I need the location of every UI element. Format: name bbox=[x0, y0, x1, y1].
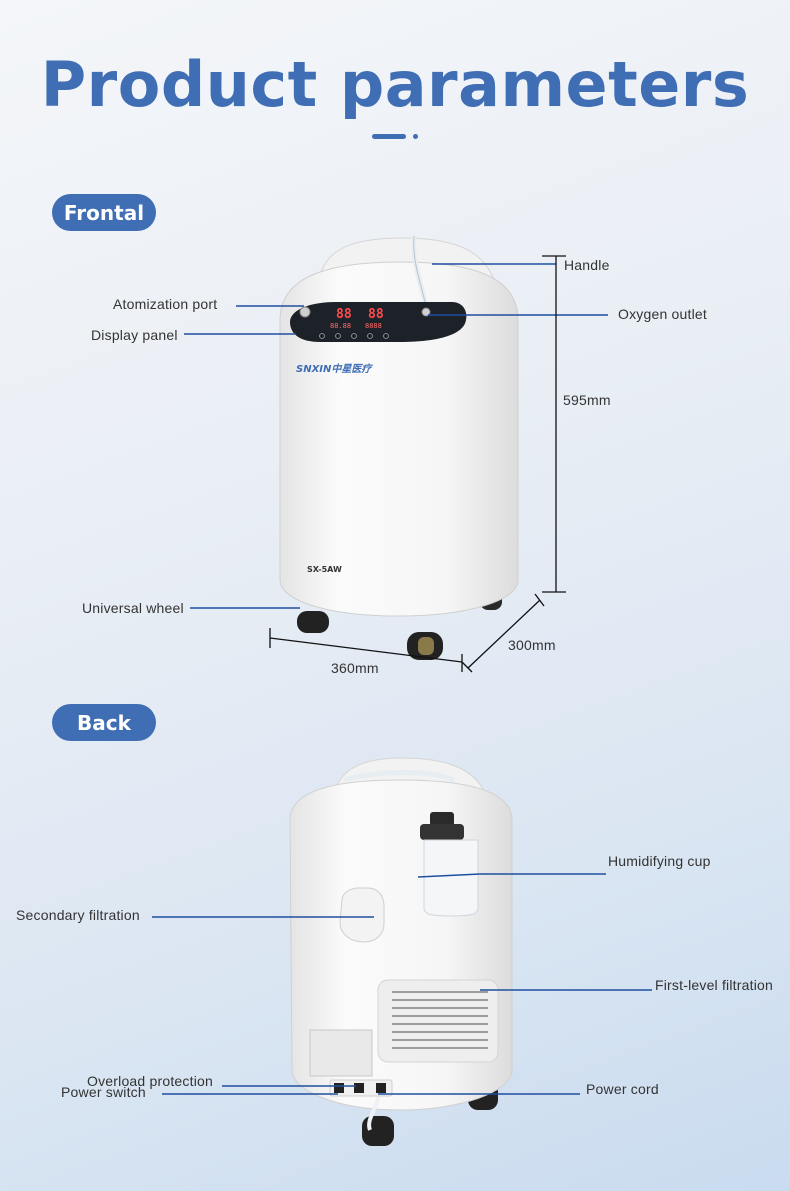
dimension-depth: 300mm bbox=[508, 637, 556, 653]
back-device bbox=[289, 757, 513, 1146]
callout-oxygen-outlet: Oxygen outlet bbox=[618, 306, 707, 322]
page-title: Product parameters bbox=[40, 48, 750, 121]
grille-slots bbox=[392, 991, 488, 1049]
power-switch-icon bbox=[334, 1083, 344, 1093]
dimension-lines bbox=[269, 255, 566, 673]
power-cord-socket-icon bbox=[376, 1083, 386, 1093]
overload-protection-icon bbox=[354, 1083, 364, 1093]
callout-display-panel: Display panel bbox=[91, 327, 178, 343]
humidifying-cup-icon bbox=[420, 812, 479, 917]
back-callout-lines bbox=[152, 873, 652, 1095]
callout-power-switch: Power switch bbox=[61, 1084, 146, 1100]
atomization-port-icon bbox=[299, 306, 311, 318]
dimension-width: 360mm bbox=[331, 660, 379, 676]
callout-first-level-filtration: First-level filtration bbox=[655, 977, 773, 993]
dimension-height: 595mm bbox=[563, 392, 611, 408]
frontal-callout-lines bbox=[184, 263, 608, 609]
oxygen-outlet-icon bbox=[421, 307, 431, 317]
callout-handle: Handle bbox=[564, 257, 610, 273]
callout-overload-protection: Overload protection bbox=[87, 1073, 213, 1089]
callout-universal-wheel: Universal wheel bbox=[82, 600, 184, 616]
callout-secondary-filtration: Secondary filtration bbox=[16, 907, 140, 923]
panel-button-icons bbox=[319, 333, 389, 339]
model-label: SX-5AW bbox=[307, 565, 342, 574]
callout-humidifying-cup: Humidifying cup bbox=[608, 853, 711, 869]
display-readout-left: 88 bbox=[336, 307, 352, 322]
callout-atomization-port: Atomization port bbox=[113, 296, 218, 312]
display-readout-right: 88 bbox=[368, 307, 384, 322]
section-badge-back: Back bbox=[52, 704, 156, 741]
rating-label bbox=[309, 1029, 373, 1077]
frontal-device: 88 88 88.88 8888 SNXIN中星医疗 SX-5AW bbox=[279, 235, 519, 660]
brand-logo: SNXIN中星医疗 bbox=[296, 363, 373, 375]
callout-power-cord: Power cord bbox=[586, 1081, 659, 1097]
secondary-filter-cover bbox=[339, 887, 385, 943]
display-sub-right: 8888 bbox=[365, 322, 382, 330]
section-badge-frontal: Frontal bbox=[52, 194, 156, 231]
display-sub-left: 88.88 bbox=[330, 322, 351, 330]
